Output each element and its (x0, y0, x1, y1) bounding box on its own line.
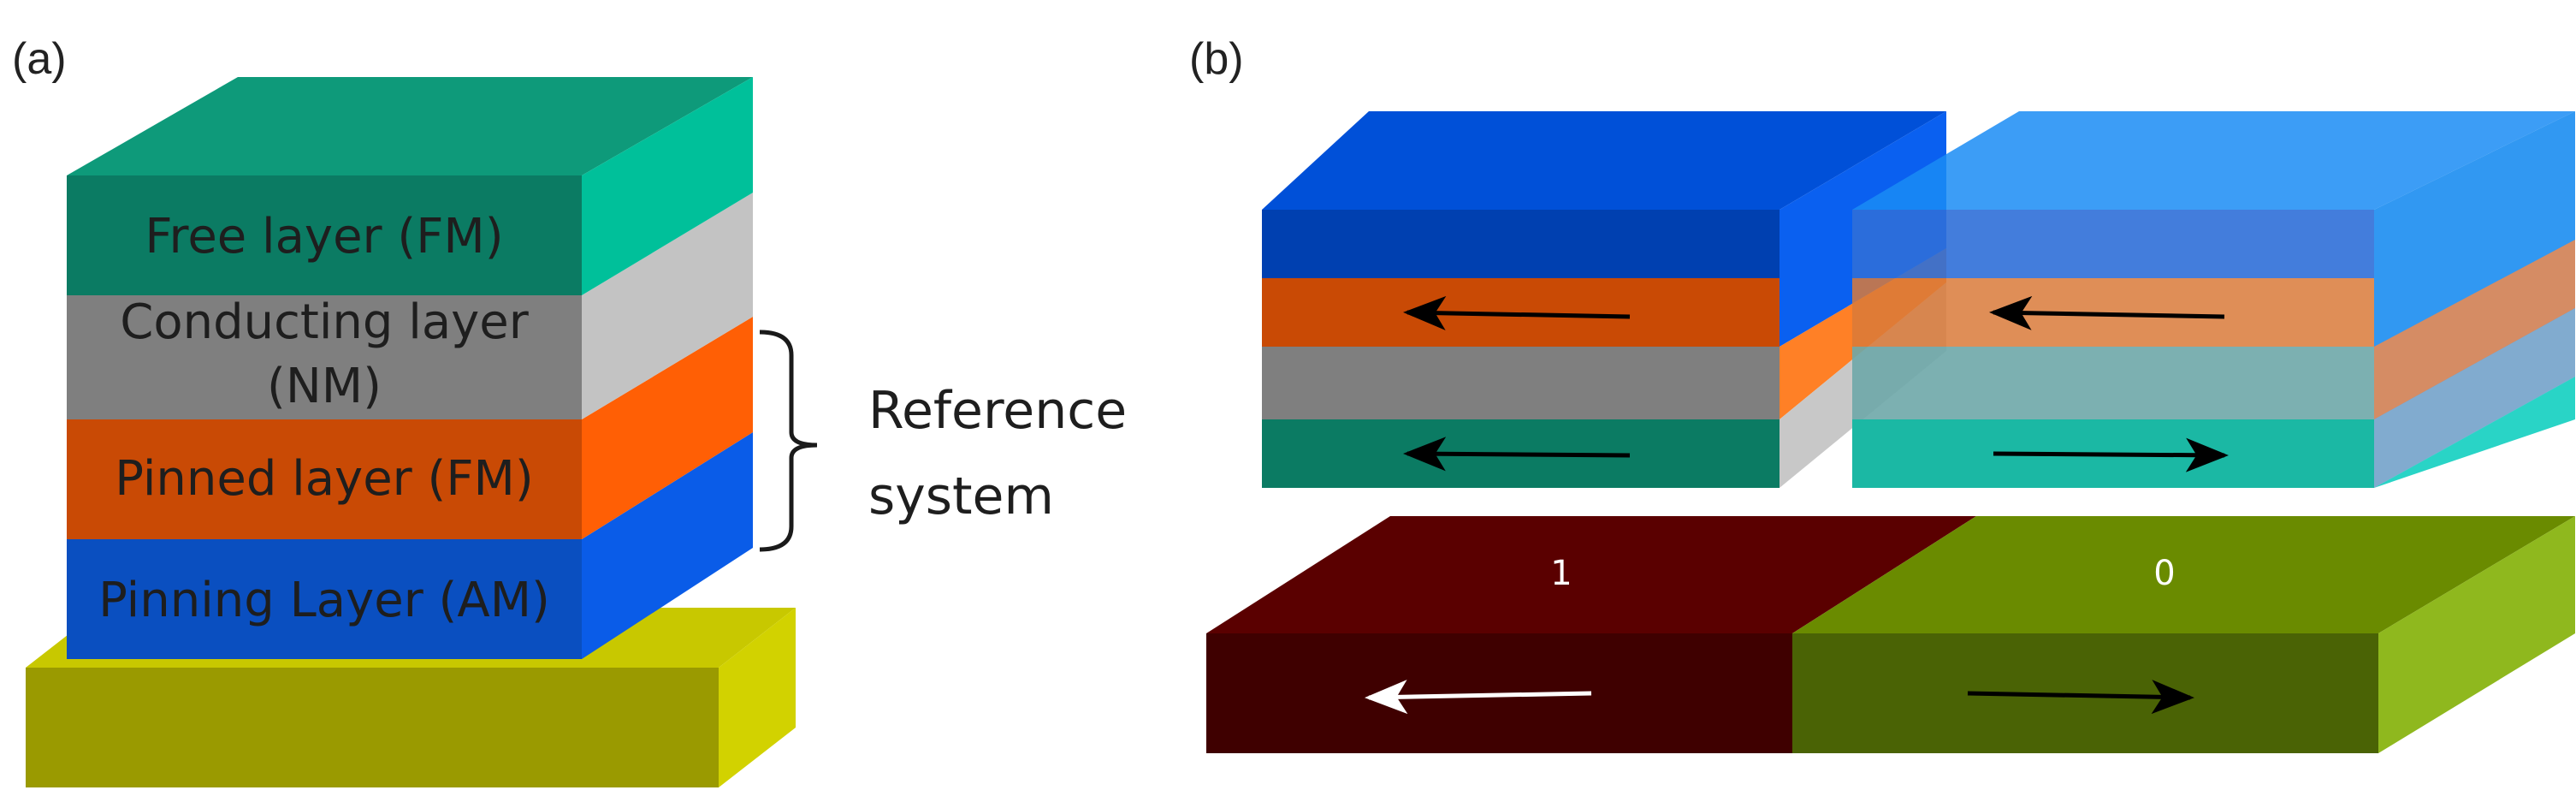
conducting-layer-label-line1: Conducting layer (120, 294, 530, 350)
bit-track: 1 0 (1206, 516, 2575, 753)
right-free-layer (1852, 210, 2374, 278)
reference-bracket (759, 330, 818, 552)
pinned-layer: Pinned layer (FM) (67, 317, 753, 539)
left-stack (1262, 111, 1946, 488)
left-conducting-layer (1262, 347, 1780, 419)
left-reference-arrow (1403, 437, 1631, 472)
free-layer-label: Free layer (FM) (145, 209, 503, 264)
bit-zero-arrow (1967, 680, 2194, 715)
right-reference-arrow (1993, 437, 2229, 472)
bit-one-arrow (1365, 680, 1592, 715)
panel-b-label: (b) (1189, 34, 1244, 84)
left-pinned-arrow (1403, 295, 1631, 330)
bit-track-side (2378, 516, 2575, 753)
pinning-layer: Pinning Layer (AM) (67, 432, 753, 659)
left-pinned-layer (1262, 278, 1780, 347)
conducting-layer-label-line2: (NM) (267, 359, 382, 414)
bit-zero-front (1792, 633, 2378, 753)
conducting-layer: Conducting layer (NM) (67, 193, 753, 419)
bit-zero-label: 0 (2153, 554, 2175, 593)
bit-zero-top (1792, 516, 2575, 633)
free-layer: Free layer (FM) (67, 77, 753, 295)
left-free-layer (1262, 210, 1780, 278)
right-stack (1852, 111, 2575, 488)
pinning-layer-label: Pinning Layer (AM) (98, 573, 550, 628)
right-pinned-arrow (1989, 295, 2225, 330)
reference-label-line1: Reference (868, 381, 1127, 441)
right-pinned-layer (1852, 278, 2374, 347)
reference-label-line2: system (868, 466, 1054, 526)
bit-one-label: 1 (1550, 554, 1572, 593)
pinned-layer-label: Pinned layer (FM) (115, 451, 533, 507)
bit-one-top (1206, 516, 1976, 633)
right-conducting-layer (1852, 347, 2374, 419)
panel-a-label: (a) (12, 34, 67, 84)
